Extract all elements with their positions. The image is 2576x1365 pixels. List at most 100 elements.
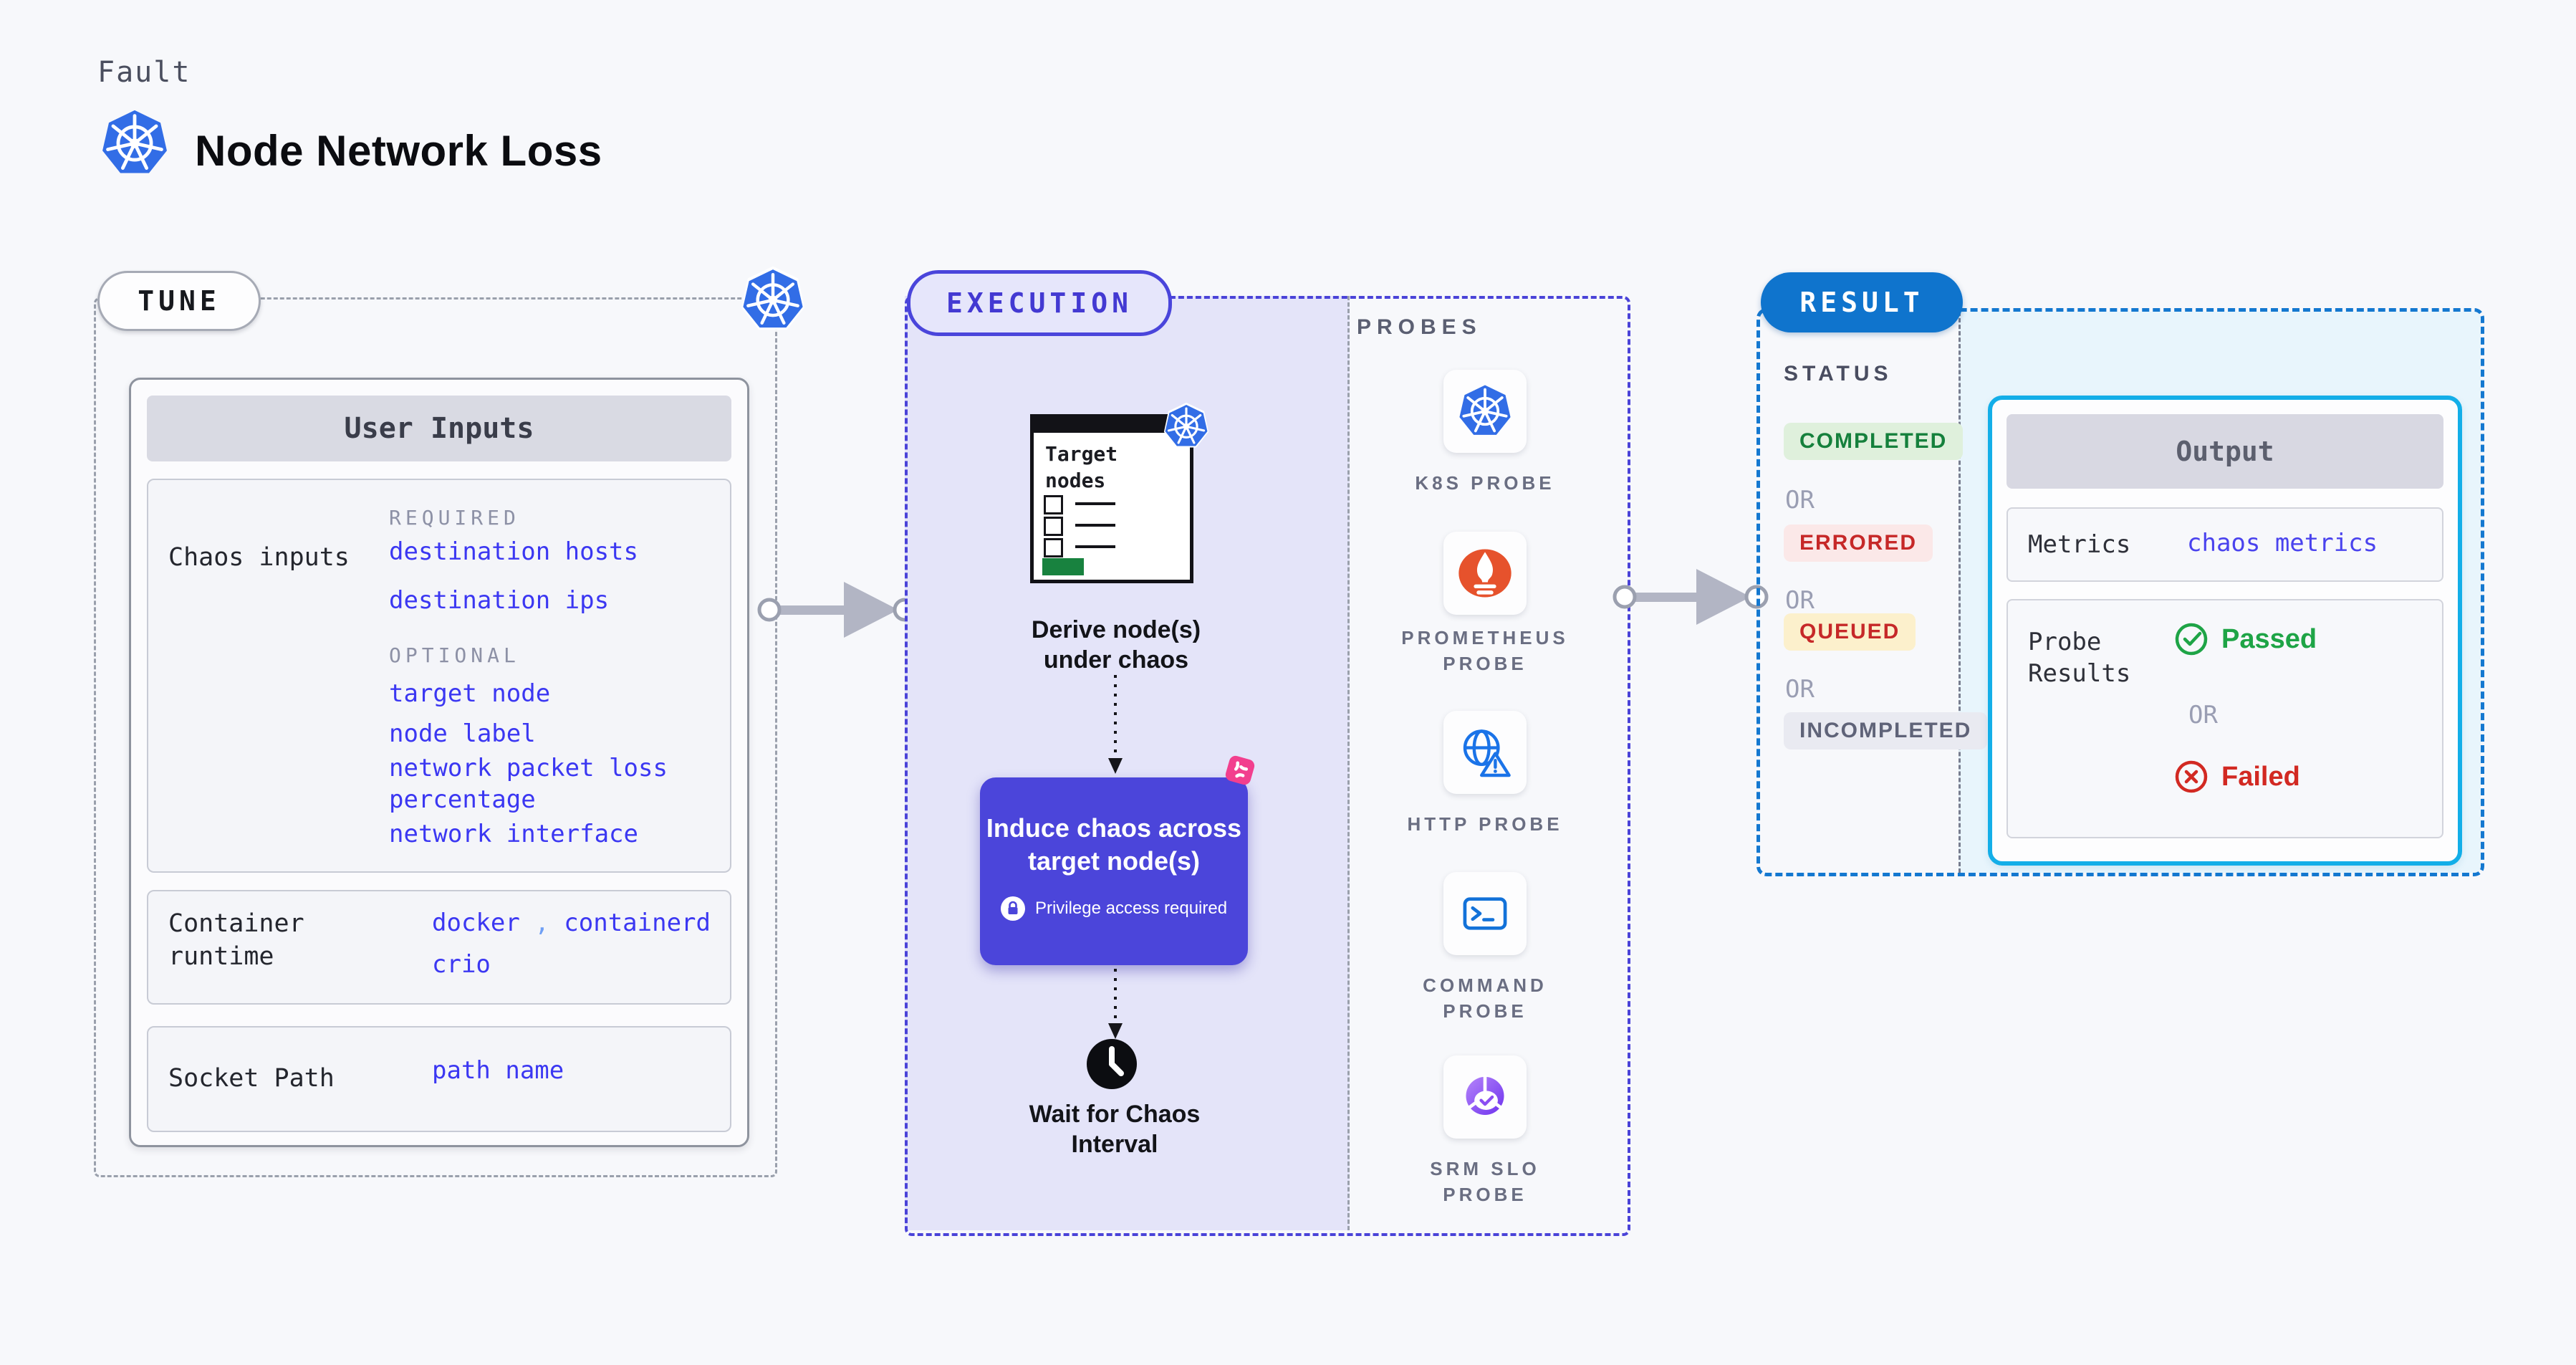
socket-path-row: Socket Path path name [147, 1026, 731, 1132]
user-inputs-card: User Inputs Chaos inputs REQUIRED destin… [129, 378, 749, 1147]
container-runtime-label: Container runtime [168, 909, 304, 971]
kubernetes-icon [1458, 384, 1512, 436]
result-badge-label: RESULT [1799, 287, 1924, 318]
dotted-flow-arrow [1108, 969, 1123, 1039]
execution-to-result-arrow [1613, 569, 1769, 625]
slo-gauge-icon [1466, 1074, 1504, 1115]
status-badge-completed: COMPLETED [1784, 423, 1964, 460]
probe-card-http[interactable] [1443, 711, 1527, 794]
result-badge: RESULT [1761, 272, 1963, 332]
checkbox-icon [1044, 538, 1063, 557]
link-crio[interactable]: crio [432, 950, 491, 979]
kubernetes-icon [739, 264, 807, 333]
metrics-label: Metrics [2028, 530, 2131, 559]
execution-badge: EXECUTION [907, 270, 1172, 336]
derive-line-2: under chaos [1043, 646, 1189, 674]
link-destination-ips[interactable]: destination ips [389, 586, 610, 615]
user-inputs-header: User Inputs [147, 396, 731, 461]
kubernetes-logo-icon [100, 109, 169, 178]
check-circle-icon [2175, 623, 2208, 656]
prometheus-icon [1458, 549, 1512, 598]
selection-bar [1042, 558, 1084, 575]
failed-result: Failed [2174, 760, 2300, 794]
probes-heading: PROBES [1357, 315, 1482, 339]
passed-label: Passed [2221, 623, 2317, 654]
required-heading: REQUIRED [389, 506, 520, 530]
page-title: Node Network Loss [195, 127, 602, 175]
optional-heading: OPTIONAL [389, 643, 520, 667]
chaos-inputs-row: Chaos inputs REQUIRED destination hosts … [147, 479, 731, 873]
probe-label-srm-slo: SRM SLO PROBE [1430, 1158, 1540, 1205]
lock-icon [1000, 896, 1025, 921]
or-label: OR [2188, 701, 2218, 729]
container-runtime-values: docker , containerd [432, 907, 711, 939]
fault-kicker: Fault [97, 56, 191, 89]
probe-label-prometheus: PROMETHEUS PROBE [1401, 627, 1569, 674]
link-path-name[interactable]: path name [432, 1056, 564, 1085]
or-label: OR [1785, 486, 1815, 514]
output-header: Output [2007, 414, 2443, 489]
status-badge-queued: QUEUED [1784, 613, 1916, 651]
probe-card-k8s[interactable] [1443, 370, 1527, 453]
status-badge-incompleted: INCOMPLETED [1784, 712, 1988, 749]
tune-badge: TUNE [97, 271, 261, 331]
link-docker[interactable]: docker [432, 909, 520, 937]
privilege-note-row: Privilege access required [980, 896, 1248, 921]
output-card: Output Metrics chaos metrics Probe Resul… [1988, 396, 2462, 866]
status-badge-errored: ERRORED [1784, 525, 1933, 562]
tune-section-frame [94, 297, 777, 1177]
probe-card-prometheus[interactable] [1443, 532, 1527, 615]
privilege-note-text: Privilege access required [1034, 899, 1228, 918]
link-target-node[interactable]: target node [389, 679, 551, 708]
probe-label-http: HTTP PROBE [1407, 813, 1563, 835]
execution-section-frame [905, 296, 1630, 1236]
terminal-icon [1463, 897, 1507, 930]
link-network-packet-loss-percentage[interactable]: network packet loss percentage [389, 754, 668, 814]
metrics-row: Metrics chaos metrics [2007, 507, 2443, 582]
kubernetes-icon [1162, 401, 1211, 450]
target-nodes-title: Target nodes [1045, 442, 1118, 492]
metrics-value[interactable]: chaos metrics [2187, 529, 2378, 557]
http-globe-icon [1463, 729, 1511, 777]
wait-step-label: Wait for Chaos Interval [1007, 1099, 1222, 1159]
node-line [1075, 502, 1115, 505]
induce-chaos-box: Induce chaos across target node(s) Privi… [980, 777, 1248, 965]
execution-badge-label: EXECUTION [946, 287, 1133, 319]
derive-step-label: Derive node(s) under chaos [1012, 615, 1220, 675]
container-runtime-row: Container runtime docker , containerd cr… [147, 890, 731, 1005]
passed-result: Passed [2174, 622, 2317, 656]
node-line [1075, 545, 1115, 548]
values-separator: , [534, 909, 549, 937]
wait-line-2: Interval [1071, 1131, 1158, 1158]
wait-line-1: Wait for Chaos [1029, 1101, 1201, 1128]
socket-path-label: Socket Path [168, 1064, 335, 1093]
target-nodes-card: Target nodes [1030, 414, 1193, 583]
node-line [1075, 524, 1115, 527]
link-containerd[interactable]: containerd [564, 909, 711, 937]
or-label: OR [1785, 586, 1815, 615]
chaos-inputs-label: Chaos inputs [168, 543, 350, 572]
probe-label-command: COMMAND PROBE [1423, 974, 1547, 1022]
link-destination-hosts[interactable]: destination hosts [389, 537, 638, 566]
status-heading: STATUS [1784, 362, 1893, 385]
probe-card-command[interactable] [1443, 872, 1527, 955]
failed-label: Failed [2221, 761, 2300, 792]
tune-to-execution-arrow [757, 582, 917, 638]
or-label: OR [1785, 675, 1815, 704]
chaos-pinwheel-icon [1225, 755, 1255, 785]
probe-label-k8s: K8S PROBE [1415, 472, 1555, 494]
checkbox-icon [1044, 517, 1063, 536]
x-circle-icon [2175, 760, 2208, 793]
link-node-label[interactable]: node label [389, 719, 536, 748]
induce-line-1: Induce chaos across [986, 813, 1242, 843]
checkbox-icon [1044, 495, 1063, 514]
probe-card-srm-slo[interactable] [1443, 1055, 1527, 1139]
derive-line-1: Derive node(s) [1031, 616, 1201, 643]
tune-badge-label: TUNE [138, 285, 221, 317]
dotted-flow-arrow [1108, 675, 1123, 774]
induce-line-2: target node(s) [1027, 846, 1200, 876]
probe-results-row: Probe Results Passed OR Failed [2007, 599, 2443, 838]
link-network-interface[interactable]: network interface [389, 820, 638, 848]
probe-results-label: Probe Results [2028, 628, 2131, 688]
